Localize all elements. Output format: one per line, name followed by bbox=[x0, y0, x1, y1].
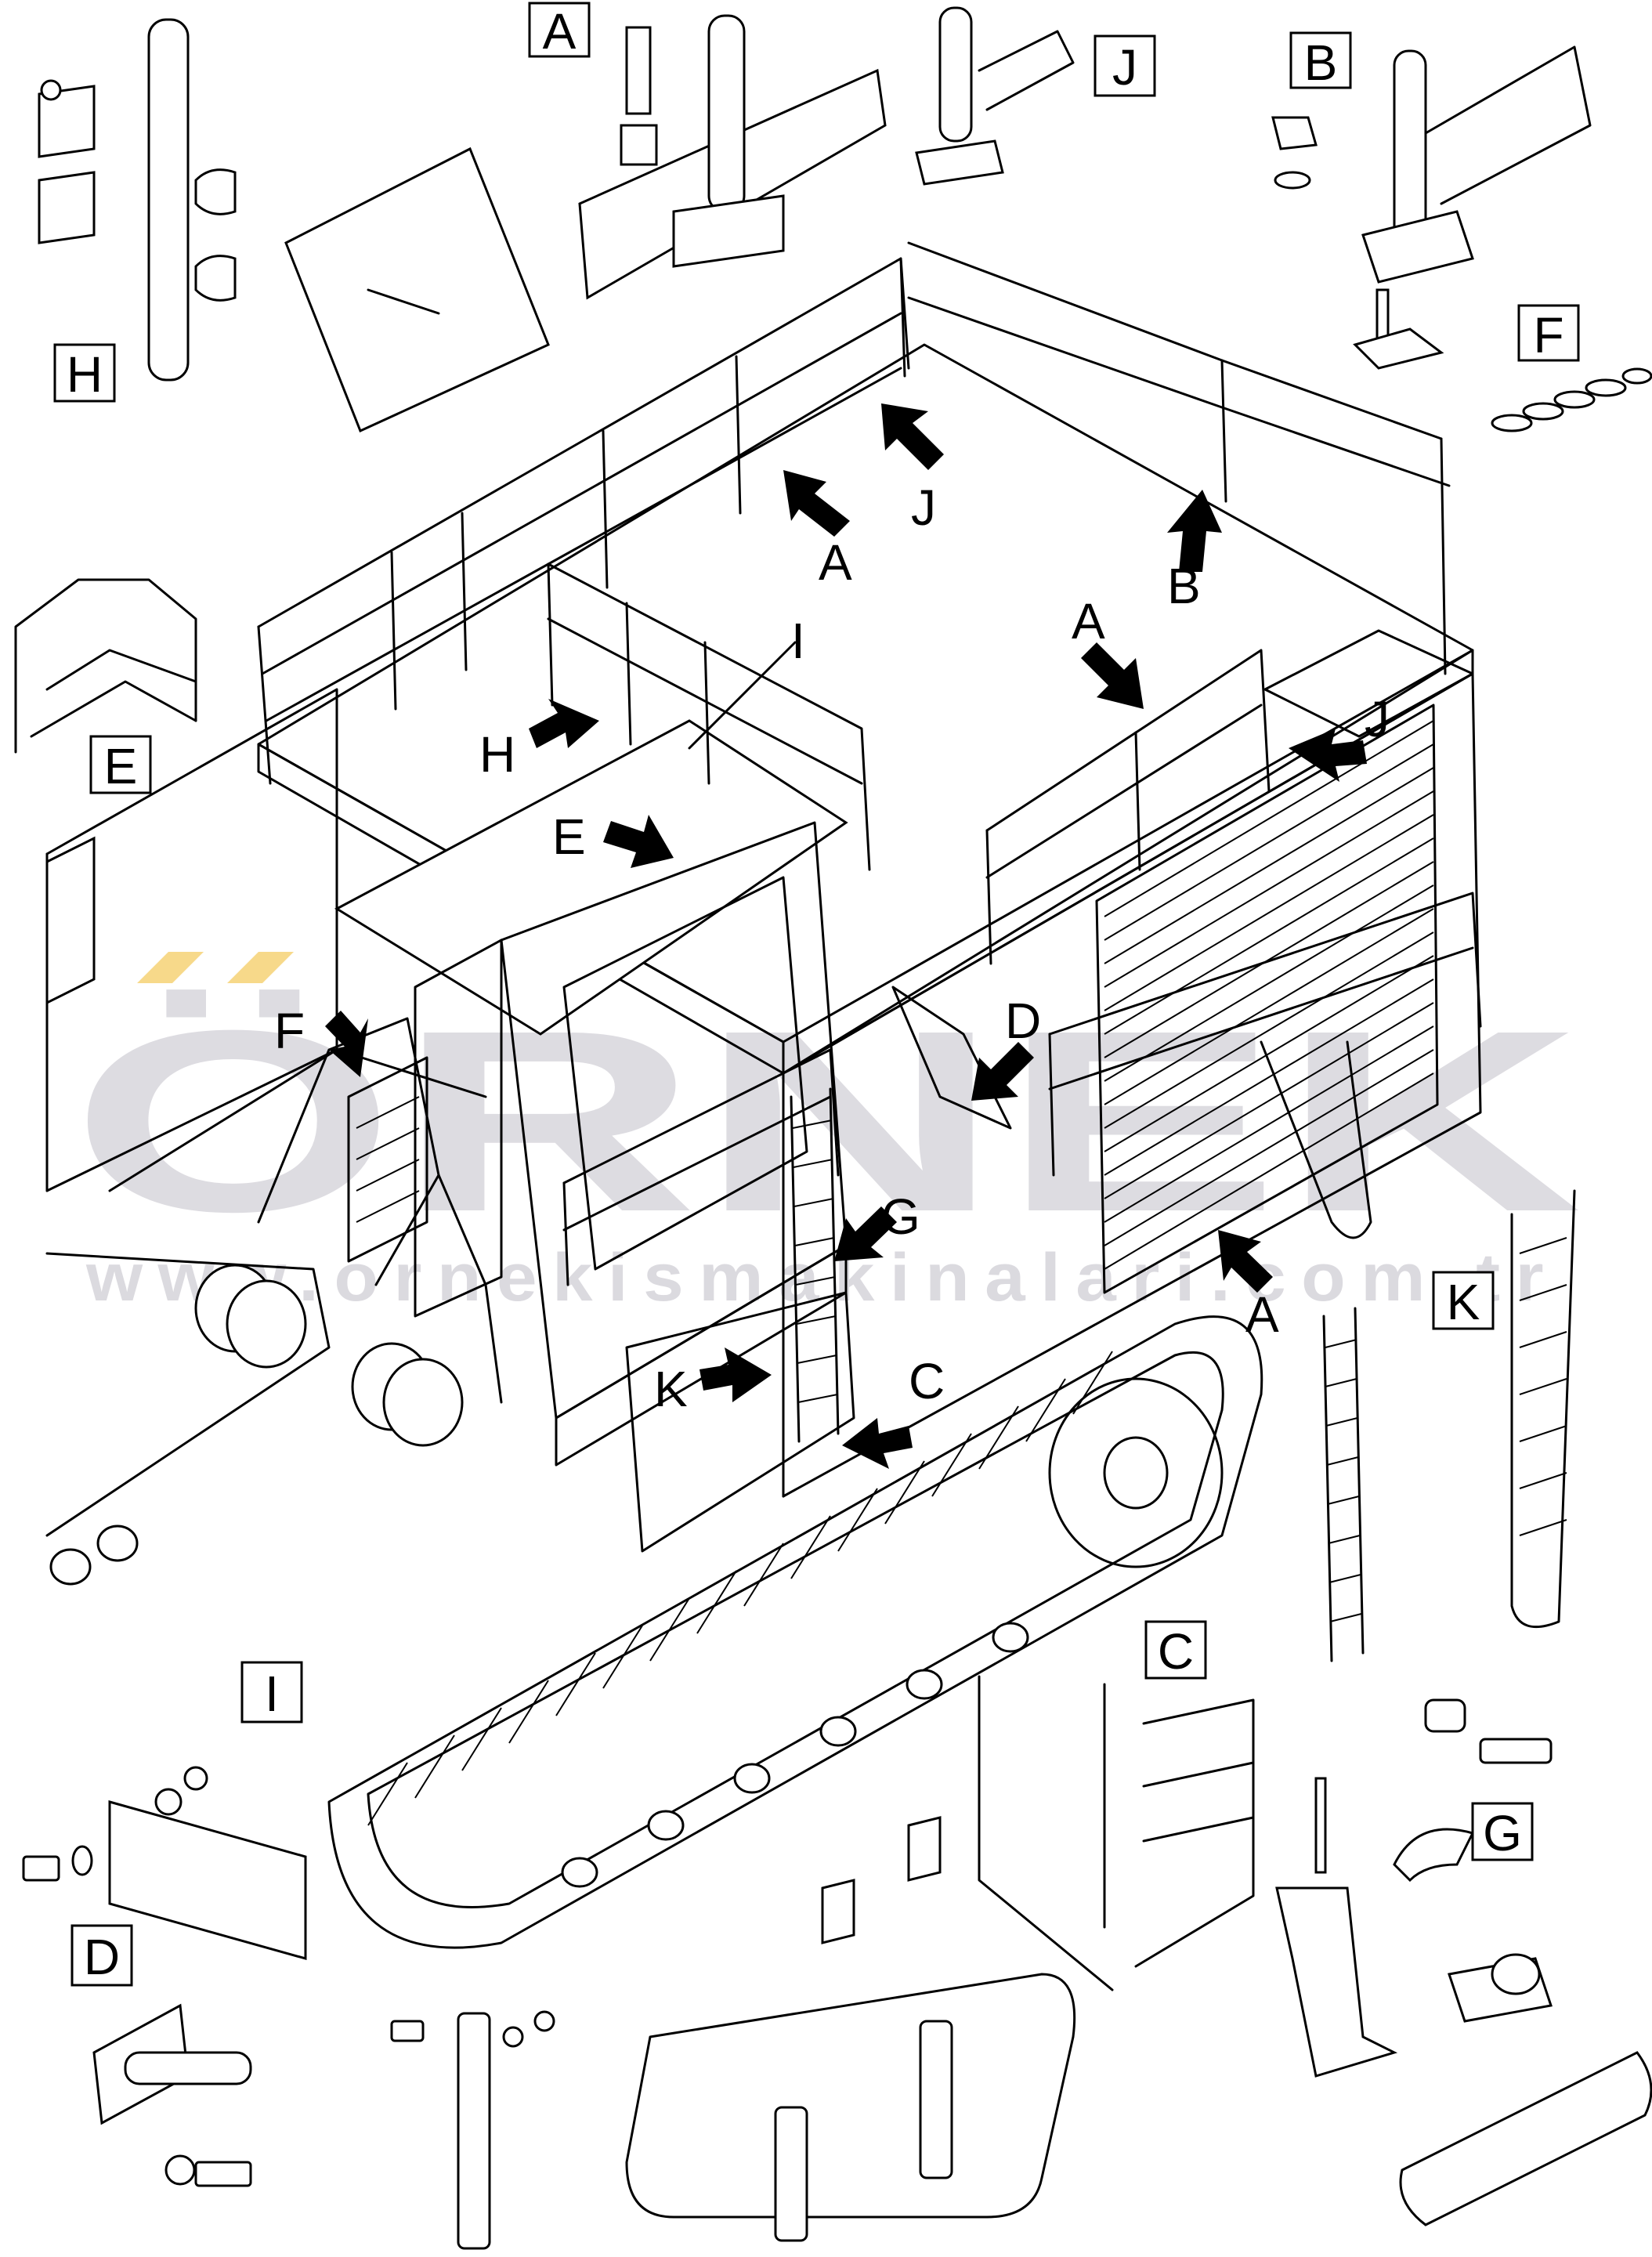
detail-label-boxes: A J B F H E K C bbox=[53, 2, 1580, 1987]
arrow-f bbox=[325, 1011, 368, 1077]
arrow-a-bottom bbox=[1218, 1230, 1273, 1293]
detail-b-nut bbox=[1271, 45, 1592, 370]
detail-hinge-step bbox=[390, 1973, 1076, 2250]
callout-j-top: J bbox=[911, 479, 936, 536]
detail-label-c: C bbox=[1144, 1620, 1207, 1680]
callout-a-right: A bbox=[1072, 593, 1105, 649]
detail-label-d: D bbox=[70, 1924, 133, 1987]
detail-label-b: B bbox=[1289, 31, 1352, 91]
detail-label-f: F bbox=[1517, 304, 1580, 364]
watermark-accent-right bbox=[227, 952, 294, 983]
arrow-d bbox=[971, 1042, 1034, 1101]
arrow-c bbox=[842, 1418, 913, 1469]
detail-label-h: H bbox=[53, 343, 116, 403]
detail-h-clamp bbox=[38, 18, 550, 433]
detail-a-bolt bbox=[578, 14, 887, 300]
callout-k: K bbox=[654, 1361, 688, 1417]
detail-label-g: G bbox=[1471, 1802, 1534, 1861]
track-rollers bbox=[561, 1622, 1029, 1888]
svg-text:J: J bbox=[1112, 39, 1137, 96]
arrow-b bbox=[1167, 490, 1222, 572]
crawler-tracks bbox=[45, 1252, 1263, 1949]
callout-h: H bbox=[479, 726, 515, 783]
detail-i-plate bbox=[22, 1766, 307, 1960]
watermark-url: www.ornekismakinalari.com.tr bbox=[85, 1240, 1559, 1315]
detail-d-pin bbox=[92, 2003, 252, 2187]
detail-k-ladder bbox=[1322, 1189, 1576, 1764]
arrow-k bbox=[699, 1347, 772, 1402]
callout-i: I bbox=[791, 613, 805, 669]
svg-text:C: C bbox=[1158, 1623, 1194, 1680]
machine-body bbox=[45, 343, 1482, 1553]
detail-f-chain bbox=[1491, 367, 1652, 432]
arrow-h bbox=[529, 699, 599, 748]
arrow-a-top bbox=[783, 470, 850, 537]
callout-e: E bbox=[552, 808, 586, 865]
detail-e-rail bbox=[14, 578, 197, 754]
svg-text:G: G bbox=[1483, 1805, 1522, 1861]
svg-text:B: B bbox=[1304, 34, 1338, 91]
callout-d: D bbox=[1005, 993, 1041, 1049]
arrow-a-right bbox=[1081, 642, 1144, 709]
callout-f: F bbox=[274, 1003, 305, 1059]
svg-text:E: E bbox=[104, 738, 138, 794]
radiator-grille bbox=[1104, 720, 1434, 1270]
detail-label-a: A bbox=[528, 2, 591, 60]
detail-j-bracket bbox=[915, 6, 1075, 186]
callout-g: G bbox=[881, 1188, 920, 1245]
callout-a-top: A bbox=[819, 534, 852, 591]
svg-text:F: F bbox=[1533, 307, 1563, 364]
callout-j-right: J bbox=[1365, 691, 1390, 747]
detail-g-hook bbox=[1275, 1777, 1652, 2226]
callout-b: B bbox=[1167, 558, 1201, 614]
detail-label-j: J bbox=[1094, 34, 1156, 97]
svg-text:D: D bbox=[84, 1929, 120, 1985]
arrow-j-right bbox=[1289, 729, 1367, 782]
detail-label-e: E bbox=[89, 735, 152, 794]
callout-c: C bbox=[909, 1353, 945, 1409]
handrails bbox=[257, 241, 1482, 1443]
detail-label-k: K bbox=[1432, 1271, 1495, 1330]
svg-text:I: I bbox=[265, 1666, 279, 1722]
detail-label-i: I bbox=[240, 1661, 303, 1723]
detail-c-ladder-mount bbox=[821, 1675, 1255, 1991]
svg-text:A: A bbox=[543, 3, 577, 60]
callout-arrows: A J B A J I H E F D G K C bbox=[274, 403, 1390, 1469]
arrow-g bbox=[834, 1206, 897, 1261]
callout-a-bottom: A bbox=[1245, 1286, 1279, 1343]
svg-text:K: K bbox=[1447, 1274, 1480, 1330]
watermark-accent-left bbox=[137, 952, 204, 983]
svg-text:H: H bbox=[67, 346, 103, 403]
arrow-e bbox=[603, 815, 674, 868]
arrow-j-top bbox=[881, 403, 944, 470]
